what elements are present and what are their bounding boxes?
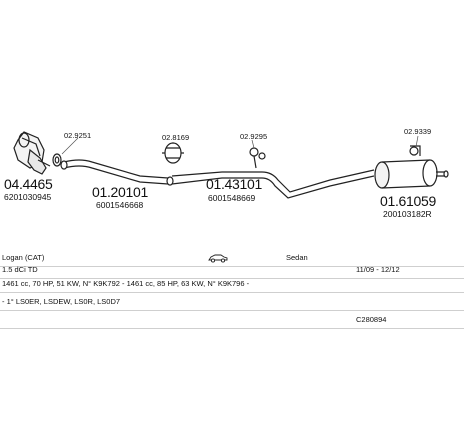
info-row-code: C280894 [0, 312, 464, 329]
part-number[interactable]: 01.20101 [92, 184, 148, 200]
chassis-text: - 1° LS0ER, LSDEW, LS0R, LS0D7 [2, 297, 121, 306]
code-text: C280894 [356, 315, 387, 324]
accessory-number[interactable]: 02.9251 [64, 131, 92, 140]
exhaust-diagram [13, 131, 449, 199]
front-pipe-drawing [60, 159, 169, 185]
car-icon [208, 253, 228, 269]
part-oe-number: 200103182R [383, 209, 432, 219]
accessory-number[interactable]: 02.9339 [404, 127, 432, 136]
rear-silencer-drawing [374, 159, 449, 189]
part-oe-number: 6201030945 [4, 192, 52, 202]
model-text: Logan (CAT) [2, 253, 45, 262]
hanger-drawing [249, 147, 266, 169]
accessory-number[interactable]: 02.8169 [162, 133, 190, 142]
part-number[interactable]: 04.4465 [4, 176, 53, 192]
info-row-engine-detail: 1461 cc, 70 HP, 51 KW, N° K9K792 - 1461 … [0, 276, 464, 293]
info-row-engine: 1.5 dCi TD 11/09 - 12/12 [0, 262, 464, 279]
catalytic-converter-drawing [13, 131, 51, 175]
part-oe-number: 6001546668 [96, 200, 144, 210]
part-number[interactable]: 01.43101 [206, 176, 262, 192]
info-row-model: Logan (CAT) Sedan [0, 250, 464, 267]
body-text: Sedan [286, 253, 308, 262]
part-oe-number: 6001548669 [208, 193, 256, 203]
gasket-drawing [52, 153, 62, 167]
accessory-number[interactable]: 02.9295 [240, 132, 268, 141]
years-text: 11/09 - 12/12 [356, 265, 400, 274]
hanger-rear-drawing [409, 145, 421, 156]
engine-text: 1.5 dCi TD [2, 265, 38, 274]
engine-detail-text: 1461 cc, 70 HP, 51 KW, N° K9K792 - 1461 … [2, 279, 250, 288]
leader-lines [61, 135, 419, 155]
info-row-chassis: - 1° LS0ER, LSDEW, LS0R, LS0D7 [0, 294, 464, 311]
clamp-drawing [162, 142, 184, 164]
centre-pipe-drawing [166, 169, 375, 199]
part-number[interactable]: 01.61059 [380, 193, 436, 209]
